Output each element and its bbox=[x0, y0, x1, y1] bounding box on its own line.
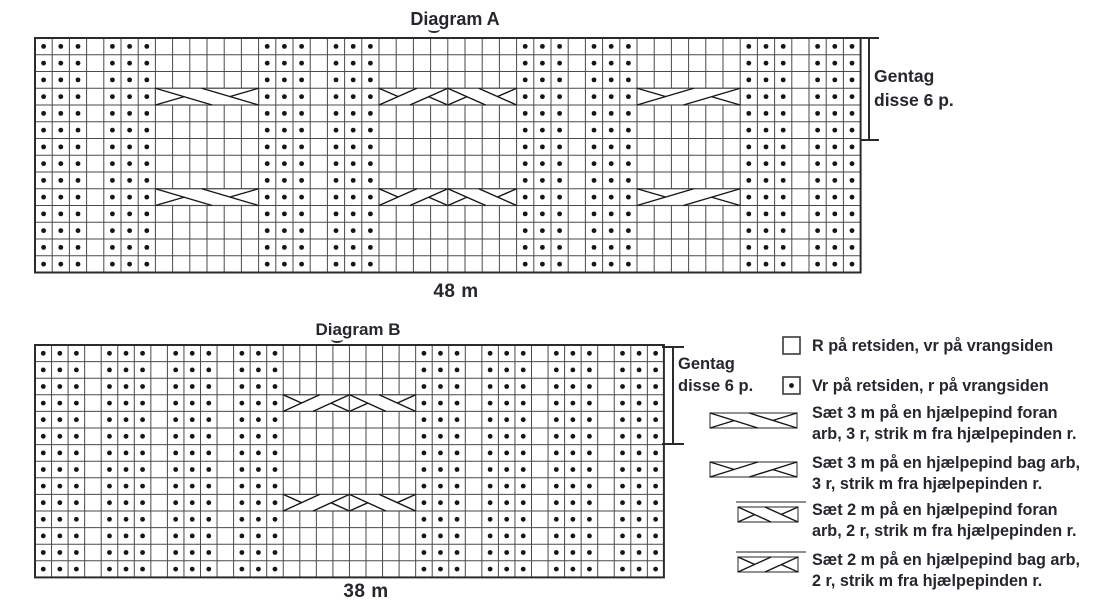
legend-cable6-front-text: Sæt 3 m på en hjælpepind foran arb, 3 r,… bbox=[812, 403, 1076, 445]
legend-purl-text: Vr på retsiden, r på vrangsiden bbox=[812, 377, 1049, 395]
legend-text-line: Sæt 2 m på en hjælpepind bag arb, bbox=[812, 551, 1081, 569]
legend-text-line: arb, 3 r, strik m fra hjælpepinden r. bbox=[812, 425, 1077, 443]
bracket-cap-top bbox=[662, 346, 684, 348]
diagram-b-repeat-label: Gentag disse 6 p. bbox=[678, 353, 753, 397]
legend-cable4-front-text: Sæt 2 m på en hjælpepind foran arb, 2 r,… bbox=[812, 500, 1076, 542]
legend-symbols bbox=[709, 336, 806, 573]
repeat-label-line2: disse 6 p. bbox=[874, 90, 954, 110]
legend-cable4-back-text: Sæt 2 m på en hjælpepind bag arb, 2 r, s… bbox=[812, 550, 1080, 592]
legend-text-line: Sæt 2 m på en hjælpepind foran bbox=[812, 501, 1058, 519]
legend-knit-text: R på retsiden, vr på vrangsiden bbox=[812, 337, 1054, 355]
diagram-a-chart bbox=[34, 37, 862, 274]
legend-text-line: 2 r, strik m fra hjælpepinden r. bbox=[812, 572, 1043, 590]
legend-text-line: 3 r, strik m fra hjælpepinden r. bbox=[812, 475, 1043, 493]
legend-text-line: Sæt 3 m på en hjælpepind foran bbox=[812, 404, 1058, 422]
repeat-label-line1: Gentag bbox=[678, 355, 735, 373]
bracket-cap-bottom bbox=[662, 443, 684, 445]
diagram-b-title: Diagram B bbox=[315, 320, 401, 339]
legend-cable6-back-text: Sæt 3 m på en hjælpepind bag arb, 3 r, s… bbox=[812, 453, 1080, 495]
diagram-a-repeat-label: Gentag disse 6 p. bbox=[874, 64, 954, 112]
diagram-b-chart bbox=[34, 344, 665, 579]
diagram-a-stitch-count: 48 m bbox=[433, 281, 479, 302]
bracket-line bbox=[672, 346, 674, 445]
diagram-a-title-mark bbox=[428, 26, 440, 33]
bracket-cap-top bbox=[860, 37, 879, 39]
repeat-label-line2: disse 6 p. bbox=[678, 377, 754, 395]
diagram-a-title: Diagram A bbox=[410, 9, 500, 29]
repeat-label-line1: Gentag bbox=[874, 66, 935, 86]
legend-text-line: Sæt 3 m på en hjælpepind bag arb, bbox=[812, 454, 1081, 472]
diagram-b-stitch-count: 38 m bbox=[343, 581, 389, 602]
bracket-cap-bottom bbox=[860, 139, 879, 141]
legend-text-line: arb, 2 r, strik m fra hjælpepinden r. bbox=[812, 522, 1077, 540]
bracket-line bbox=[868, 37, 870, 141]
diagram-b-title-mark bbox=[331, 336, 343, 343]
